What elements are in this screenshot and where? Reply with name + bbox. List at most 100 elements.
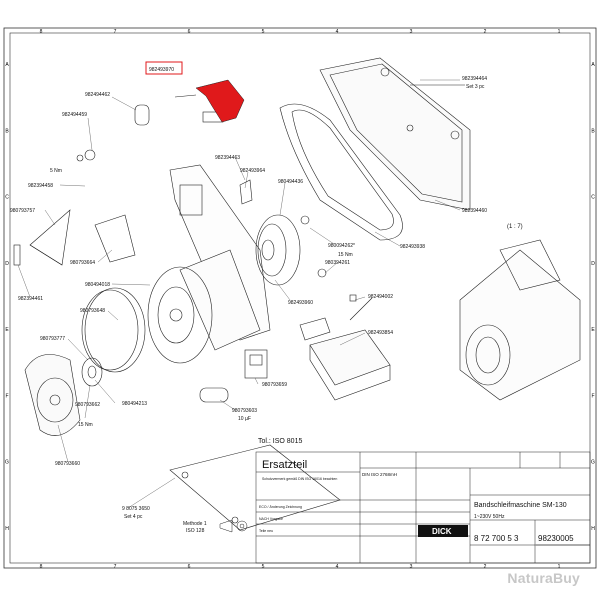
- frame-row-marker: E: [591, 327, 595, 333]
- title-machine: Bandschleifmaschine SM-130: [474, 502, 567, 509]
- label-tolerance: Tol.: ISO 8015: [258, 438, 302, 445]
- sanding-belt-part: [279, 103, 403, 241]
- title-din-iso: DIN ISO 2768mH: [362, 472, 397, 477]
- label-980494213: 980494213: [122, 401, 147, 407]
- grinding-wheel-part: [81, 287, 146, 373]
- title-voltage: 1~230V 50Hz: [474, 514, 505, 520]
- label-982494462: 982494462: [85, 92, 110, 98]
- frame-column-marker: 5: [262, 29, 265, 35]
- projection-symbol: [219, 519, 248, 533]
- frame-row-marker: F: [5, 393, 8, 399]
- frame-column-marker: 4: [336, 29, 339, 35]
- label-982493964: 982493964: [240, 168, 265, 174]
- wheel-guard-part: [24, 354, 81, 436]
- title-drawing-no: 98230005: [538, 534, 574, 543]
- label-980094262: 980094262*: [328, 243, 355, 249]
- label-982494002: 982494002: [368, 294, 393, 300]
- label-scale: (1 : 7): [507, 224, 523, 230]
- label-98073650: 9 8075 3650: [122, 506, 150, 512]
- frame-column-marker: 5: [262, 564, 265, 570]
- label-980793662: 980793662: [75, 402, 100, 408]
- capacitor-part: [199, 387, 229, 403]
- belt-cover-part: [319, 57, 471, 211]
- label-982394463: 982394463: [215, 155, 240, 161]
- highlighted-red-part[interactable]: [195, 79, 245, 123]
- label-15nm-b: 15 Nm: [338, 252, 353, 258]
- water-tray-part: [299, 317, 391, 401]
- base-plate-part: [169, 444, 341, 531]
- label-980494018: 980494018: [85, 282, 110, 288]
- frame-column-marker: 7: [114, 564, 117, 570]
- assembled-view: [459, 239, 581, 401]
- frame-column-marker: 3: [410, 564, 413, 570]
- eye-shield-part: [29, 209, 71, 266]
- frame-row-marker: E: [5, 327, 9, 333]
- misc-small-parts: [13, 104, 373, 321]
- frame-column-marker: 8: [40, 564, 43, 570]
- frame-row-marker: F: [591, 393, 594, 399]
- drive-pulley-part: [255, 214, 301, 286]
- frame-row-marker: D: [591, 261, 595, 267]
- tool-rest-part: [94, 214, 136, 263]
- label-982394461: 982394461: [18, 296, 43, 302]
- label-980494436: 980494436: [278, 179, 303, 185]
- highlighted-label-box[interactable]: [145, 61, 183, 75]
- frame-column-marker: 6: [188, 29, 191, 35]
- title-copyright: Schutzvermerk gemäß DIN ISO 16016 beacht…: [262, 477, 337, 481]
- title-methode: Methode 1: [183, 521, 207, 527]
- part-labels: 982494462 982494459 5 Nm 982394458 98079…: [10, 76, 523, 520]
- label-set-3pc: Set 3 pc: [466, 84, 485, 90]
- watermark: NaturaBuy: [507, 570, 580, 586]
- leader-lines: [17, 79, 461, 509]
- label-set-4pc: Set 4 pc: [124, 514, 143, 520]
- frame-row-marker: C: [591, 195, 595, 201]
- label-980394261: 980394261: [325, 260, 350, 266]
- label-982493960: 982493960: [288, 300, 313, 306]
- dick-logo-text: DICK: [432, 527, 452, 536]
- label-980793660: 980793660: [55, 461, 80, 467]
- frame-column-marker: 1: [558, 29, 561, 35]
- label-15nm-a: 15 Nm: [78, 422, 93, 428]
- frame-row-marker: G: [5, 460, 9, 466]
- label-982493854: 982493854: [368, 330, 393, 336]
- label-980793603: 980793603: [232, 408, 257, 414]
- label-982494459: 982494459: [62, 112, 87, 118]
- motor-part: [147, 249, 261, 364]
- frame-row-marker: H: [5, 526, 9, 532]
- label-982394460: 982394460: [462, 208, 487, 214]
- rev-row-3: Teile neu: [259, 529, 273, 533]
- flange-part: [81, 357, 103, 387]
- frame-column-marker: 6: [188, 564, 191, 570]
- title-block: [255, 451, 591, 564]
- label-980793664: 980793664: [70, 260, 95, 266]
- frame-row-marker: A: [5, 62, 9, 68]
- frame-column-marker: 2: [484, 29, 487, 35]
- frame-column-marker: 8: [40, 29, 43, 35]
- frame-row-marker: B: [591, 128, 595, 134]
- frame-column-marker: 7: [114, 29, 117, 35]
- label-5nm-a: 5 Nm: [50, 168, 62, 174]
- title-iso128: ISO 128: [186, 528, 205, 534]
- title-number: 8 72 700 5 3: [474, 534, 519, 543]
- dick-logo: [418, 525, 468, 537]
- frame-column-marker: 4: [336, 564, 339, 570]
- frame-row-marker: D: [5, 261, 9, 267]
- label-982493970: 982493970: [149, 67, 174, 73]
- frame-row-marker: B: [5, 128, 9, 134]
- frame-row-marker: H: [591, 526, 595, 532]
- frame-row-marker: G: [591, 460, 595, 466]
- label-982394464: 982394464: [462, 76, 487, 82]
- drawing-frame: [3, 27, 597, 569]
- title-ersatzteil: Ersatzteil: [262, 459, 307, 471]
- rev-row-2: NACH Vorgabe: [259, 517, 283, 521]
- frame-column-marker: 1: [558, 564, 561, 570]
- label-980793777: 980793777: [40, 336, 65, 342]
- switch-box-part: [244, 349, 268, 379]
- label-982493938: 982493938: [400, 244, 425, 250]
- rev-row-1: ECO / Änderung Zeichnung: [259, 505, 302, 509]
- frame-row-marker: C: [5, 195, 9, 201]
- label-10uf: 10 µF: [238, 416, 251, 422]
- label-982394458: 982394458: [28, 183, 53, 189]
